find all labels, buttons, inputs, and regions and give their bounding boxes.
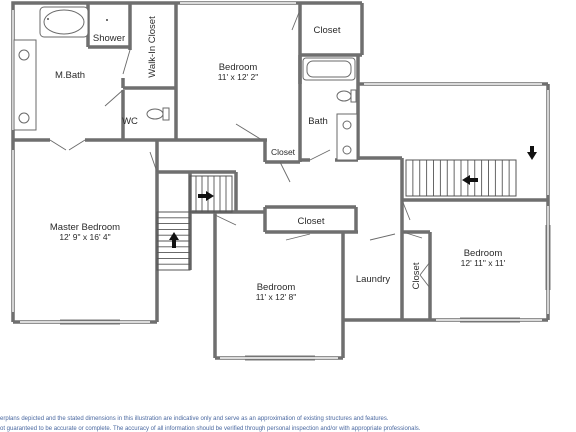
toilet-icon xyxy=(146,108,164,120)
wall-highlights xyxy=(12,2,549,359)
disclaimer-line-2: ot guaranteed to be accurate or complete… xyxy=(0,426,421,432)
vanity-icon xyxy=(13,39,37,131)
windows xyxy=(60,225,551,361)
wc-label: WC xyxy=(122,116,138,127)
toilet-icon xyxy=(336,90,352,102)
master-bedroom-label: Master Bedroom xyxy=(50,222,120,233)
closet-vertical-label: Closet xyxy=(411,262,422,289)
left-arrow-icon xyxy=(462,175,478,185)
bedroom-right-label: Bedroom xyxy=(464,248,503,259)
bedroom-mid-dimensions: 11' x 12' 8" xyxy=(256,292,297,302)
closet-top-right-label: Closet xyxy=(314,25,341,36)
down-arrow-icon xyxy=(527,146,537,160)
fixtures xyxy=(13,6,358,161)
master-bedroom-dimensions: 12' 9" x 16' 4" xyxy=(59,232,110,242)
sink-icon xyxy=(18,112,30,124)
up-arrow-icon xyxy=(169,232,179,248)
disclaimer-line-1: erplans depicted and the stated dimensio… xyxy=(0,416,389,422)
bath-label: Bath xyxy=(308,116,328,127)
closet-small-label: Closet xyxy=(271,147,296,157)
shower-label: Shower xyxy=(93,33,125,44)
m-bath-label: M.Bath xyxy=(55,70,85,81)
room-labels: M.Bath Shower Walk-In Closet WC Bedroom … xyxy=(50,16,506,302)
stairs-left xyxy=(156,211,191,271)
walk-in-closet-label: Walk-In Closet xyxy=(147,16,158,78)
sink-icon xyxy=(342,120,352,130)
bedroom-mid-label: Bedroom xyxy=(257,282,296,293)
closet-mid-label: Closet xyxy=(298,216,325,227)
vanity-icon xyxy=(336,113,358,161)
bedroom-right-dimensions: 12' 11" x 11' xyxy=(461,258,506,268)
sink-icon xyxy=(342,145,352,155)
laundry-label: Laundry xyxy=(356,274,391,285)
right-arrow-icon xyxy=(198,191,214,201)
doors xyxy=(49,9,431,289)
stairs-right xyxy=(405,146,537,197)
stairs-center xyxy=(189,175,233,213)
sink-icon xyxy=(18,49,30,61)
bedroom-top-dimensions: 11' x 12' 2" xyxy=(218,72,259,82)
bedroom-top-label: Bedroom xyxy=(219,62,258,73)
